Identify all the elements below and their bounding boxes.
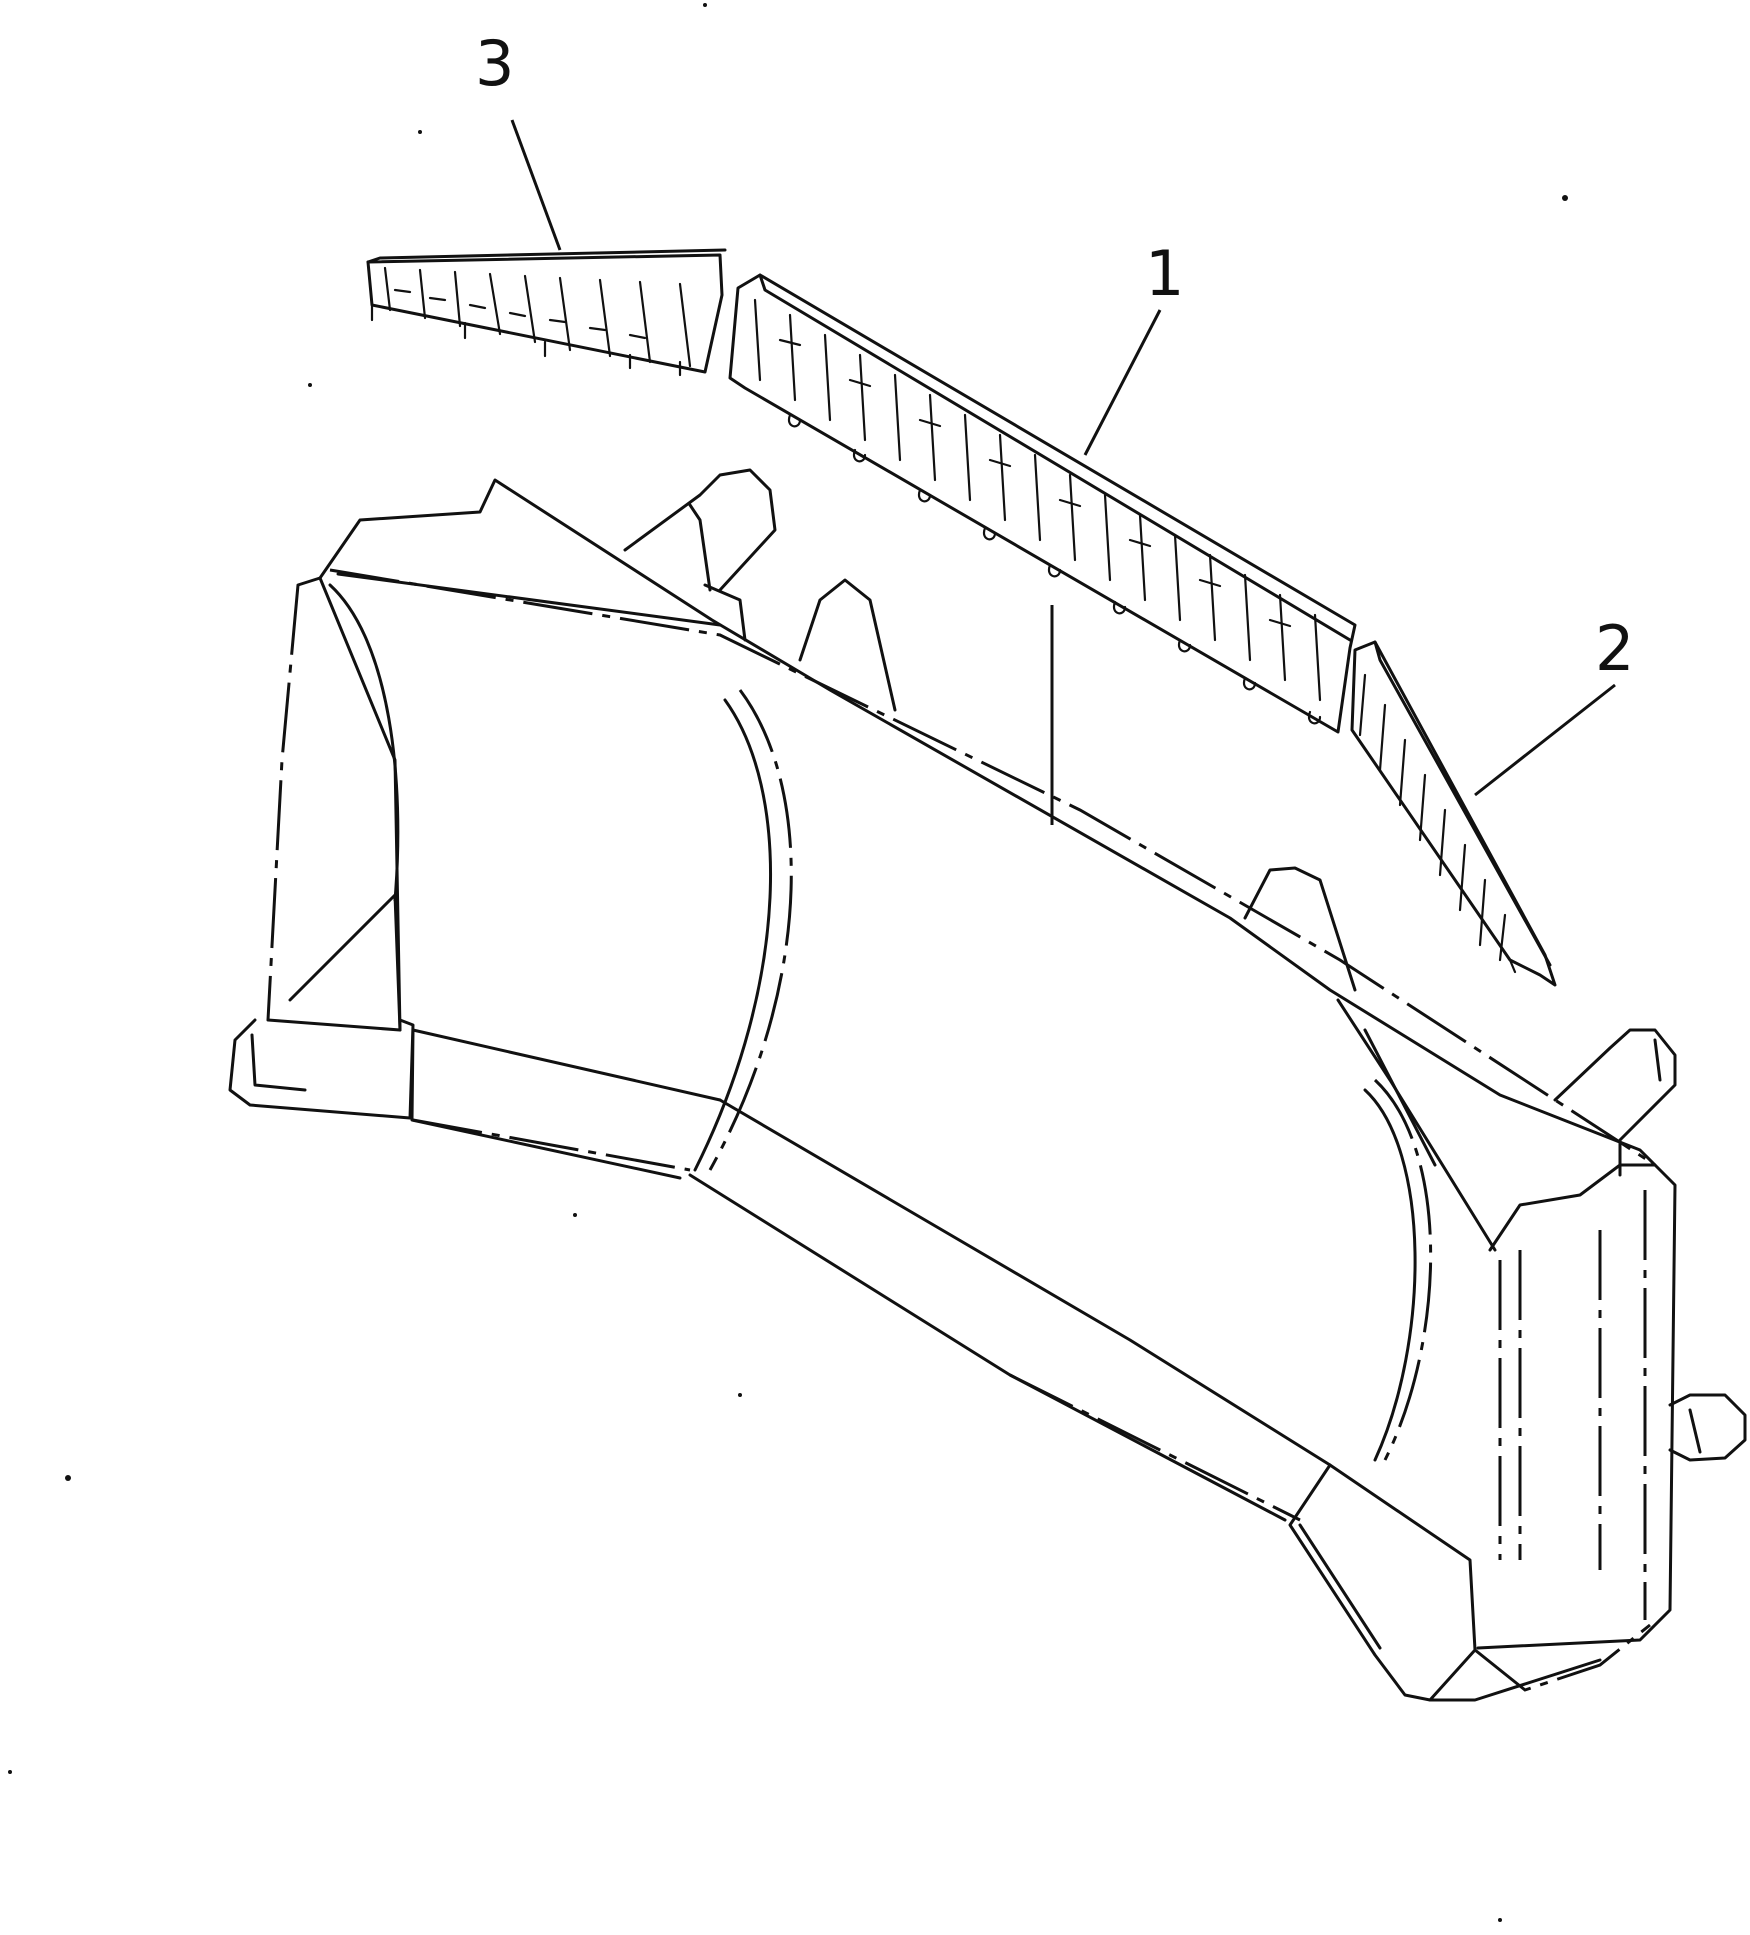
scan-dots: [8, 3, 1568, 1922]
dozer-blade: [228, 468, 1747, 1702]
leader-line-1: [1083, 309, 1162, 456]
guard-section-1: [728, 273, 1357, 734]
leader-line-3: [510, 119, 562, 251]
callout-label-1: 1: [1145, 237, 1184, 310]
guard-section-3: [366, 248, 727, 377]
callout-1: 1: [1050, 237, 1184, 825]
callout-3: 3: [475, 27, 562, 251]
callout-label-3: 3: [475, 27, 514, 100]
guard-section-2: [1350, 640, 1557, 987]
leader-line-2: [1474, 683, 1616, 797]
callout-2: 2: [1474, 612, 1634, 797]
callout-label-2: 2: [1595, 612, 1634, 685]
